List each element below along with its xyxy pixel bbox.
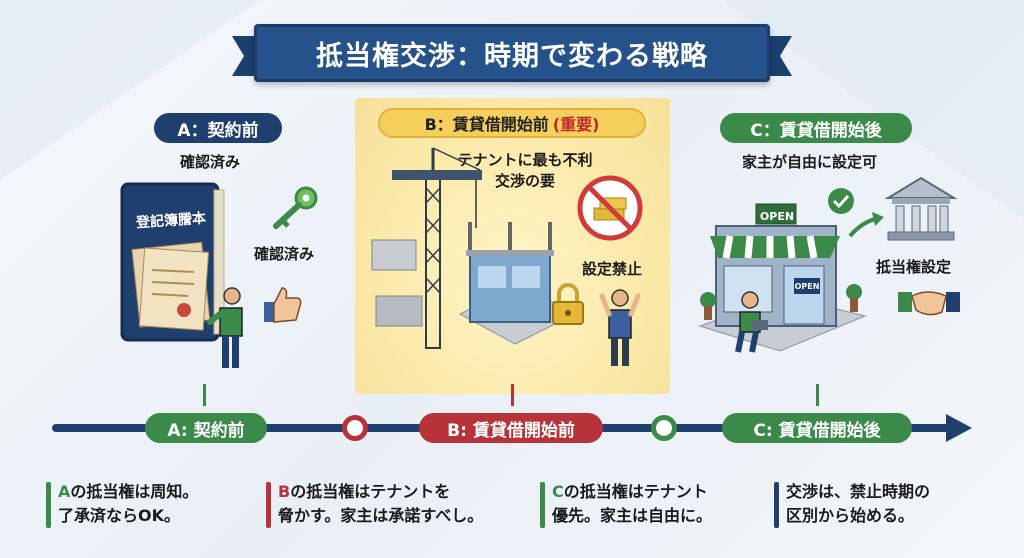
bank-icon (884, 176, 958, 241)
prohibited-gold-icon (577, 175, 643, 241)
stage-b-important: (重要) (552, 115, 600, 134)
stage-b-label-text: B：賃貸借開始前 (424, 115, 549, 134)
key-icon (273, 186, 318, 229)
note-bar (46, 482, 51, 528)
note-line2: 優先。家主は自由に。 (552, 506, 713, 525)
note-lead: C (552, 482, 564, 501)
open-sign: OPEN (759, 210, 795, 223)
note-lead: B (278, 482, 291, 501)
materials-stack-icon (371, 239, 423, 327)
tick-a (203, 384, 206, 406)
title-banner: 抵当権交渉：時期で変わる戦略 (232, 24, 792, 82)
note-bar (774, 482, 779, 528)
registry-book-icon (120, 182, 225, 342)
stage-a-sub1: 確認済み (180, 153, 241, 171)
note-c: Cの抵当権はテナント 優先。家主は自由に。 (540, 480, 760, 528)
check-circle-icon (828, 188, 854, 214)
note-line1: Aの抵当権は周知。 (58, 480, 266, 504)
stage-b-prohibit: 設定禁止 (582, 260, 643, 278)
note-a: Aの抵当権は周知。 了承済ならOK。 (46, 480, 266, 528)
timeline-node-bc (651, 415, 677, 441)
arrow-icon (848, 212, 884, 238)
stage-b-label: B：賃貸借開始前 (重要) (378, 108, 646, 138)
note-line2: 脅かす。家主は承諾すべし。 (278, 506, 484, 525)
note-d: 交渉は、禁止時期の 区別から始める。 (774, 480, 994, 528)
lock-icon (552, 283, 584, 325)
stage-b-sub1: テナントに最も不利 (457, 151, 593, 169)
page-title: 抵当権交渉：時期で変わる戦略 (254, 24, 770, 82)
open-sign-door: OPEN (794, 282, 820, 291)
note-line2: 区別から始める。 (786, 506, 915, 525)
timeline-label-b: B: 賃貸借開始前 (419, 413, 603, 443)
note-line1: Bの抵当権はテナントを (278, 480, 526, 504)
timeline-arrow-icon (946, 414, 972, 442)
timeline-label-c: C: 賃貸借開始後 (722, 413, 912, 443)
tick-c (816, 384, 819, 406)
person-c-icon (735, 291, 768, 353)
note-line1: Cの抵当権はテナント (552, 480, 760, 504)
construction-crane-icon (392, 147, 482, 349)
building-under-construction-icon (458, 222, 577, 345)
stage-c-label: C：賃貸借開始後 (720, 113, 912, 143)
note-bar (266, 482, 271, 528)
stage-c-sub1: 家主が自由に設定可 (742, 153, 878, 171)
stage-b-sub2: 交渉の要 (494, 172, 555, 190)
tick-b (511, 384, 514, 406)
stage-c-right: 抵当権設定 (876, 258, 952, 276)
person-a-icon (207, 287, 243, 368)
handshake-icon (898, 291, 960, 316)
timeline-label-a: A: 契約前 (145, 413, 267, 443)
note-line2: 了承済ならOK。 (58, 506, 181, 525)
person-b-icon (599, 289, 641, 366)
note-b: Bの抵当権はテナントを 脅かす。家主は承諾すべし。 (266, 480, 526, 528)
note-text: の抵当権はテナントを (290, 482, 451, 501)
stage-a-label: A：契約前 (154, 113, 282, 143)
timeline-node-ab (342, 415, 368, 441)
thumbs-up-icon (264, 287, 302, 323)
note-lead: A (58, 482, 71, 501)
note-text: の抵当権はテナント (563, 482, 708, 501)
note-line1: 交渉は、禁止時期の (786, 482, 931, 501)
note-bar (540, 482, 545, 528)
stage-a-sub2: 確認済み (254, 245, 315, 263)
note-text: の抵当権は周知。 (70, 482, 199, 501)
